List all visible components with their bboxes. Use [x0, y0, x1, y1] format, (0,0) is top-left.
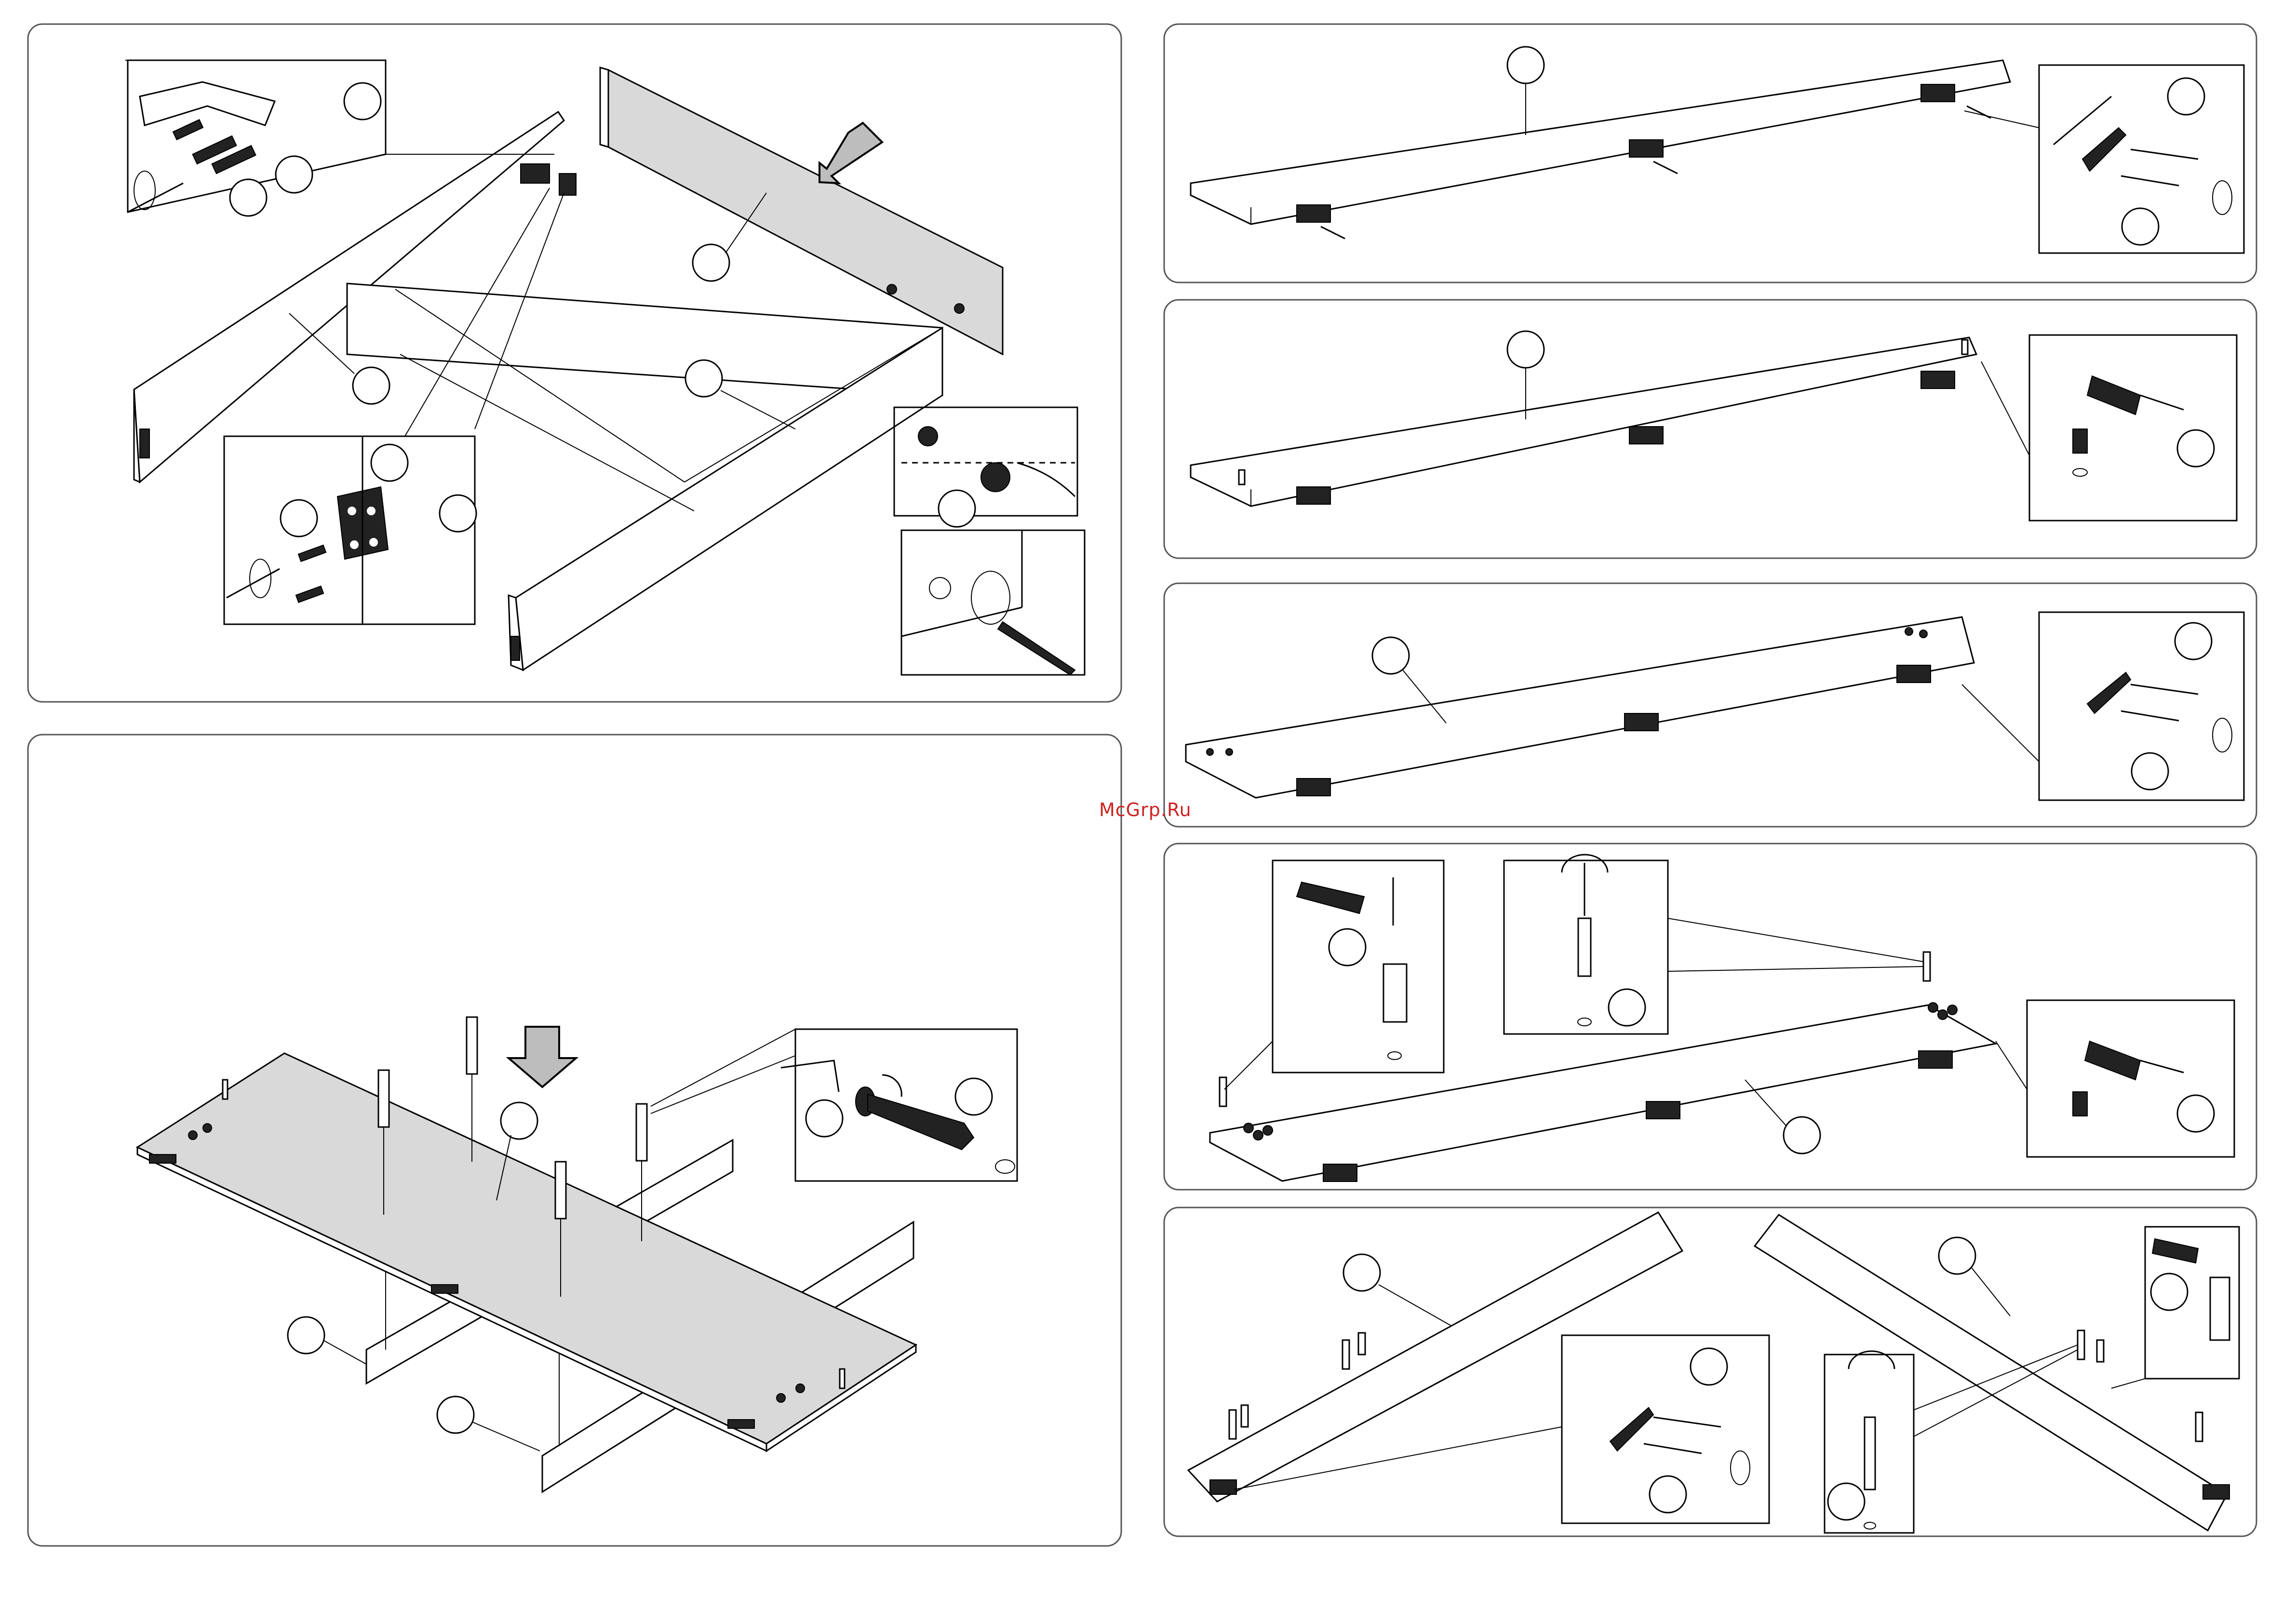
panel-rail-step-5 [1164, 1208, 2256, 1536]
panel-rail-step-1 [1164, 24, 2256, 282]
panel-rail-step-4 [1164, 844, 2256, 1190]
watermark-text: McGrp.Ru [1099, 799, 1192, 820]
panel-drawer-frame [28, 24, 1121, 702]
panel-top-install [28, 735, 1121, 1546]
panel-rail-step-3 [1164, 583, 2256, 827]
panel-rail-step-2 [1164, 300, 2256, 558]
